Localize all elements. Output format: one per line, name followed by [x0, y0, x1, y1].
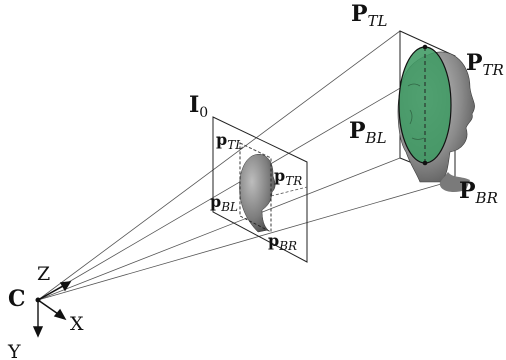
img-top-right-label: pTR: [274, 166, 302, 188]
image-head: [239, 154, 276, 233]
axis-z-arrowhead: [59, 281, 72, 292]
ray-bottom-right: [37, 179, 456, 301]
world-top-right-label: PTR: [466, 50, 504, 79]
world-top-left-label: PTL: [351, 1, 388, 30]
ray-top-left: [37, 30, 401, 301]
world-vertex-bottom: [422, 160, 428, 166]
image-plane-quad: [212, 116, 308, 263]
world-bottom-right-label: PBR: [459, 178, 498, 207]
ray-segment-tl: [239, 142, 272, 159]
img-bottom-right-label: pBR: [268, 231, 297, 253]
axis-z-line: [37, 284, 66, 301]
image-plane-label: I0: [189, 92, 208, 121]
camera-center-point: [35, 297, 41, 303]
ray-bottom-left: [37, 157, 401, 301]
ray-segment-br: [270, 186, 308, 197]
projection-rays: [37, 30, 456, 301]
image-corner-rays: [239, 142, 308, 197]
world-face-plane: [397, 30, 475, 193]
camera-center-label: C: [8, 286, 26, 312]
axis-x-arrowhead: [53, 308, 67, 321]
img-bottom-left-label: pBL: [210, 192, 238, 214]
axis-x-label: X: [70, 313, 84, 335]
axis-y-label: Y: [7, 341, 21, 360]
axis-z-label: Z: [37, 263, 50, 285]
world-face-features: [407, 83, 425, 140]
axis-y-arrowhead: [32, 326, 44, 338]
camera-axes: [32, 281, 72, 338]
world-vertex-top: [422, 44, 428, 50]
img-top-left-label: pTL: [216, 130, 243, 152]
world-bottom-left-label: PBL: [349, 118, 387, 147]
